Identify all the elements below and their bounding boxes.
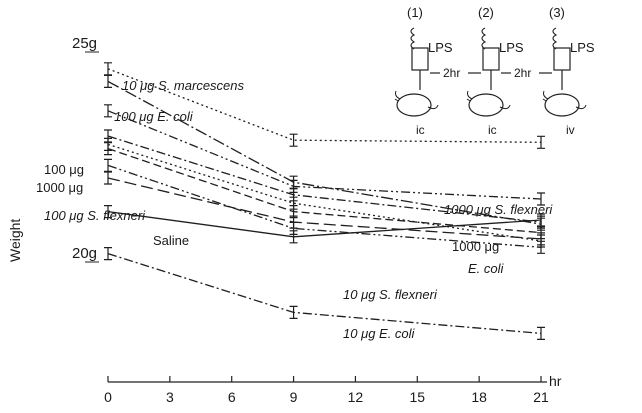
protocol-step-2: (2): [478, 5, 494, 20]
data-point: [104, 158, 112, 172]
data-point: [289, 133, 298, 147]
x-axis-label: hr: [549, 373, 562, 389]
y-tick-label-25: 25g: [72, 35, 97, 52]
svg-text:1000 μg: 1000 μg: [36, 180, 83, 195]
series-line: [107, 68, 542, 143]
mouse-icon-3: [542, 90, 587, 117]
lps-label-2: LPS: [499, 40, 524, 55]
data-point: [104, 74, 112, 88]
series-label-flexneri-1000: 1000 μg S. flexneri: [444, 202, 553, 217]
series-label-ecoli-10: 10 μg E. coli: [343, 326, 416, 341]
series-line: [107, 143, 542, 242]
data-point: [289, 221, 298, 235]
svg-text:1000 μg S. flexneri: 1000 μg S. flexneri: [444, 202, 553, 217]
x-tick-label: 9: [290, 389, 298, 405]
y-axis-label: Weight: [7, 219, 23, 262]
syringe-icon-2: [481, 27, 500, 91]
svg-text:Saline: Saline: [153, 233, 189, 248]
syringe-icon-3: [552, 27, 571, 91]
x-tick-label: 12: [348, 389, 364, 405]
series-label-ecoli-right: E. coli: [468, 261, 505, 276]
mouse-icon-2: [466, 90, 511, 117]
series-layer: [104, 62, 545, 340]
y-tick-label-20: 20g: [72, 245, 97, 262]
series-label-ecoli-100: 100 μg E. coli: [114, 109, 194, 124]
route-label-2: ic: [488, 123, 497, 137]
data-point: [289, 305, 298, 319]
series-label-flexneri-10: 10 μg S. flexneri: [343, 287, 438, 302]
series-label-flexneri-100: 100 μg S. flexneri: [44, 208, 146, 223]
route-label-3: iv: [566, 123, 575, 137]
series-9: [104, 247, 545, 340]
data-point: [104, 247, 112, 261]
svg-text:10 μg E. coli: 10 μg E. coli: [343, 326, 416, 341]
x-tick-label: 15: [409, 389, 425, 405]
svg-text:1000 μg: 1000 μg: [452, 239, 499, 254]
data-point: [104, 104, 112, 118]
data-point: [104, 205, 112, 219]
data-point: [537, 213, 545, 227]
x-tick-label: 18: [471, 389, 487, 405]
svg-text:100 μg S. flexneri: 100 μg S. flexneri: [44, 208, 146, 223]
x-tick-label: 0: [104, 389, 112, 405]
series-label-saline: Saline: [148, 232, 196, 248]
protocol-step-1: (1): [407, 5, 423, 20]
data-point: [537, 135, 545, 149]
lps-label-1: LPS: [428, 40, 453, 55]
data-point: [537, 240, 545, 254]
svg-text:100 μg E. coli: 100 μg E. coli: [114, 109, 194, 124]
series-label-1000ug-right: 1000 μg: [452, 239, 499, 254]
data-point: [104, 142, 112, 156]
x-tick-label: 21: [533, 389, 549, 405]
series-4: [104, 137, 545, 248]
data-point: [537, 326, 545, 340]
mouse-icon-1: [394, 90, 439, 117]
syringe-icon-1: [410, 27, 429, 91]
x-ticks: 0 3 6 9 12 15 18 21: [104, 376, 549, 405]
series-line: [107, 110, 542, 200]
x-tick-label: 6: [228, 389, 236, 405]
interval-label-1: 2hr: [443, 66, 460, 80]
series-label-1000ug-left: 1000 μg: [36, 180, 83, 195]
lps-label-3: LPS: [570, 40, 595, 55]
svg-text:E. coli: E. coli: [468, 261, 505, 276]
interval-label-2: 2hr: [514, 66, 531, 80]
route-label-1: ic: [416, 123, 425, 137]
series-label-100ug: 100 μg: [44, 162, 84, 177]
x-tick-label: 3: [166, 389, 174, 405]
data-point: [537, 192, 545, 206]
protocol-step-3: (3): [549, 5, 565, 20]
data-point: [104, 62, 112, 76]
svg-text:10 μg S. flexneri: 10 μg S. flexneri: [343, 287, 438, 302]
protocol-inset: (1) (2) (3) LPS LPS LPS 2hr 2hr ic ic iv: [394, 5, 595, 137]
svg-text:10 μg S. marcescens: 10 μg S. marcescens: [122, 78, 245, 93]
svg-text:100 μg: 100 μg: [44, 162, 84, 177]
series-8: [104, 158, 545, 254]
series-label-marcescens: 10 μg S. marcescens: [122, 78, 245, 93]
